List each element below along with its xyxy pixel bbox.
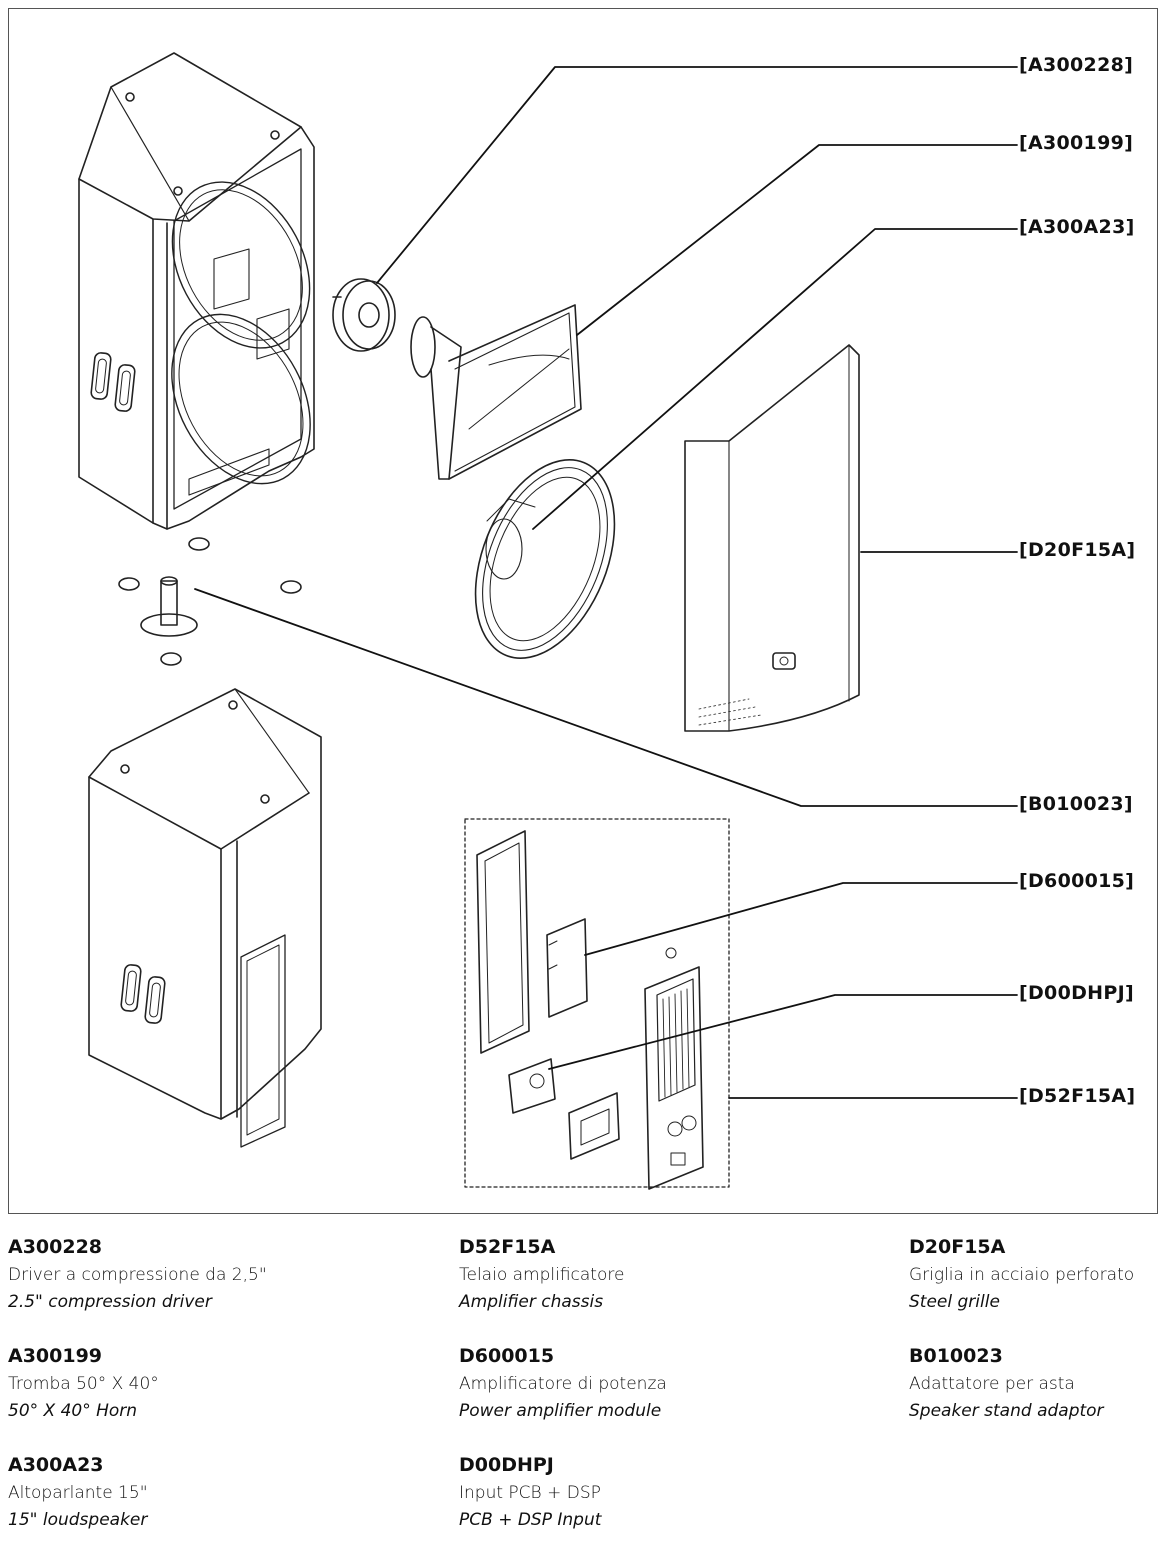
amplifier-assembly-drawing (464, 818, 730, 1190)
callout-a300199: [A300199] (1019, 132, 1134, 154)
exploded-view-diagram: [A300228] [A300199] [A300A23] [D20F15A] … (8, 8, 1158, 1214)
legend-description-italian: Tromba 50° X 40° (8, 1374, 159, 1394)
legend-description-italian: Adattatore per asta (909, 1374, 1075, 1394)
leader-line-a300a23 (532, 228, 1018, 530)
legend-code: A300199 (8, 1345, 103, 1367)
legend-description-english: Amplifier chassis (459, 1292, 604, 1312)
callout-d20f15a: [D20F15A] (1019, 539, 1136, 561)
feet-and-stand-adaptor-drawing (118, 537, 302, 666)
legend-description-english: 2.5" compression driver (8, 1292, 212, 1312)
legend-item: D52F15A Telaio amplificatore Amplifier c… (459, 1236, 839, 1345)
cabinet-open-drawing (78, 52, 315, 530)
leader-line-b010023 (194, 588, 1018, 807)
legend-description-italian: Griglia in acciaio perforato (909, 1265, 1135, 1285)
leader-line-a300199 (576, 144, 1018, 336)
legend-code: D52F15A (459, 1236, 556, 1258)
leader-line-a300228 (376, 66, 1018, 284)
legend-code: A300A23 (8, 1454, 104, 1476)
legend-item: A300199 Tromba 50° X 40° 50° X 40° Horn (8, 1345, 388, 1454)
callout-d600015: [D600015] (1019, 870, 1135, 892)
legend-description-english: Steel grille (909, 1292, 1000, 1312)
legend-column-3: D20F15A Griglia in acciaio perforato Ste… (909, 1236, 1159, 1454)
legend-item: B010023 Adattatore per asta Speaker stan… (909, 1345, 1159, 1454)
leader-line-d00dhpj (548, 994, 1018, 1070)
callout-d52f15a: [D52F15A] (1019, 1085, 1136, 1107)
legend-code: D600015 (459, 1345, 555, 1367)
legend-item: D20F15A Griglia in acciaio perforato Ste… (909, 1236, 1159, 1345)
legend-item: D600015 Amplificatore di potenza Power a… (459, 1345, 839, 1454)
callout-d00dhpj: [D00DHPJ] (1019, 982, 1134, 1004)
legend-code: D00DHPJ (459, 1454, 554, 1476)
steel-grille-drawing (684, 344, 860, 732)
legend-item: A300228 Driver a compressione da 2,5" 2.… (8, 1236, 388, 1345)
legend-description-english: 50° X 40° Horn (8, 1401, 138, 1421)
legend-code: A300228 (8, 1236, 103, 1258)
exploded-view-drawing (78, 52, 1018, 1190)
legend-item: D00DHPJ Input PCB + DSP PCB + DSP Input (459, 1454, 839, 1563)
cabinet-closed-drawing (88, 688, 322, 1148)
legend-description-italian: Input PCB + DSP (459, 1483, 601, 1503)
leader-lines (194, 66, 1018, 1099)
callout-a300a23: [A300A23] (1019, 216, 1135, 238)
legend-description-english: Speaker stand adaptor (909, 1401, 1104, 1421)
legend-description-english: Power amplifier module (459, 1401, 662, 1421)
legend-code: B010023 (909, 1345, 1003, 1367)
legend-code: D20F15A (909, 1236, 1006, 1258)
horn-drawing (410, 304, 582, 480)
leader-line-d600015 (584, 882, 1018, 956)
parts-legend: A300228 Driver a compressione da 2,5" 2.… (0, 1236, 1166, 1536)
legend-column-2: D52F15A Telaio amplificatore Amplifier c… (459, 1236, 839, 1563)
legend-item: A300A23 Altoparlante 15" 15" loudspeaker (8, 1454, 388, 1563)
legend-column-1: A300228 Driver a compressione da 2,5" 2.… (8, 1236, 388, 1563)
legend-description-italian: Amplificatore di potenza (459, 1374, 667, 1394)
legend-description-italian: Telaio amplificatore (459, 1265, 625, 1285)
legend-description-italian: Driver a compressione da 2,5" (8, 1265, 267, 1285)
callout-b010023: [B010023] (1019, 793, 1133, 815)
legend-description-italian: Altoparlante 15" (8, 1483, 148, 1503)
legend-description-english: PCB + DSP Input (459, 1510, 602, 1530)
callout-a300228: [A300228] (1019, 54, 1134, 76)
compression-driver-drawing (332, 278, 396, 352)
woofer-drawing (474, 459, 616, 659)
legend-description-english: 15" loudspeaker (8, 1510, 148, 1530)
